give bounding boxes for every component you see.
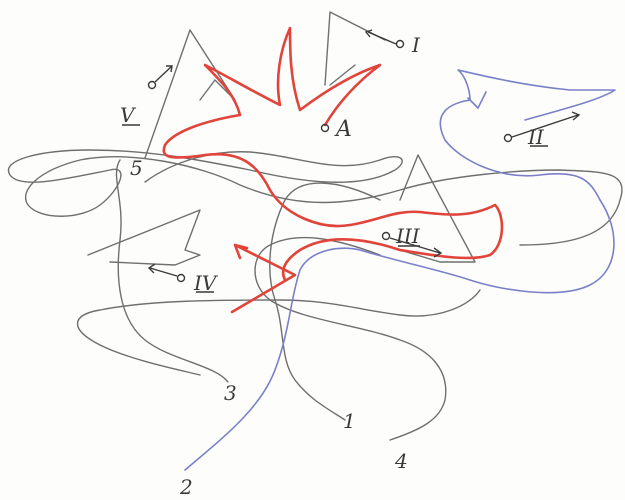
curve-1 <box>270 183 380 420</box>
label-curve-2: 2 <box>179 475 193 499</box>
label-curve-5: 5 <box>130 156 143 180</box>
marker-iv <box>149 264 185 282</box>
arrow-head-blue <box>468 92 486 108</box>
label-ii: II <box>527 125 545 149</box>
label-curve-1: 1 <box>343 409 356 433</box>
curve-2 <box>185 70 615 470</box>
curve-5 <box>8 150 621 245</box>
marker-v <box>149 66 173 89</box>
triangle-iv <box>88 210 200 265</box>
label-iv: IV <box>193 271 219 295</box>
label-curve-3: 3 <box>224 381 237 405</box>
label-i: I <box>411 33 421 57</box>
label-a: A <box>334 117 352 142</box>
curve-red-a <box>164 28 502 280</box>
label-iii: III <box>395 224 421 248</box>
label-v: V <box>120 103 137 127</box>
label-curve-4: 4 <box>394 449 408 473</box>
triangle-v <box>145 30 235 158</box>
